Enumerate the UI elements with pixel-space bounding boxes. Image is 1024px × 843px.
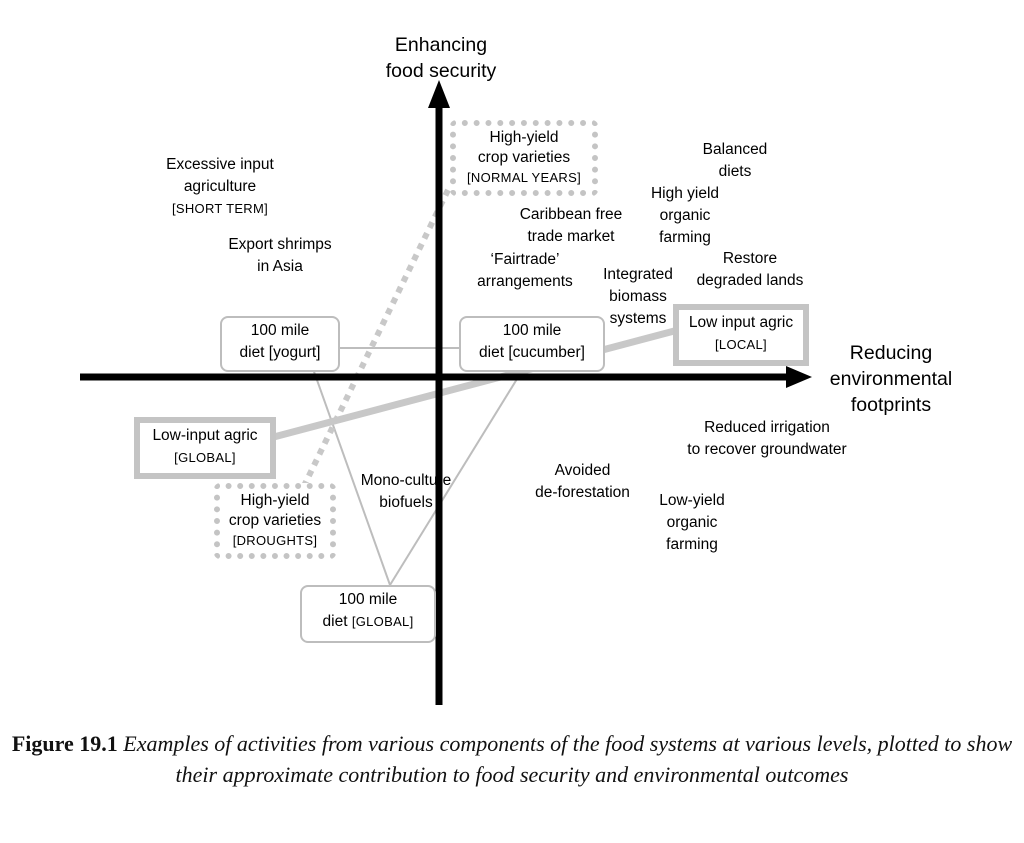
box-100-mile-diet-cucumber: 100 mile diet [cucumber] (459, 316, 605, 372)
label-balanced-diets: Balanced diets (702, 141, 768, 180)
label-restore: Restore degraded lands (696, 250, 804, 289)
label-mono-culture: Mono-culture biofuels (360, 472, 452, 511)
label-low-yield-organic: Low-yield organic farming (659, 492, 725, 553)
diet-connector-right (389, 365, 526, 586)
y-axis-arrowhead (428, 80, 450, 108)
label-avoided-deforestation: Avoided de-forestation (535, 462, 630, 501)
figure-caption: Figure 19.1 Examples of activities from … (0, 728, 1024, 790)
figure-number: Figure 19.1 (11, 731, 118, 756)
x-axis-title: Reducing environmental footprints (829, 342, 953, 416)
box-100-mile-diet-global: 100 mile diet [GLOBAL] (300, 585, 436, 643)
y-axis-title: Enhancing food security (385, 34, 497, 82)
high-yield-connector (299, 188, 451, 492)
box-100-mile-diet-yogurt: 100 mile diet [yogurt] (220, 316, 340, 372)
box-low-input-agric-local: Low input agric [LOCAL] (673, 304, 809, 366)
food-systems-diagram: Enhancing food security Reducing environ… (80, 34, 953, 705)
diagram-lines (80, 80, 812, 705)
label-reduced-irrigation: Reduced irrigation to recover groundwate… (687, 419, 847, 458)
label-high-yield-organic: High yield organic farming (650, 185, 720, 246)
label-export-shrimps: Export shrimps in Asia (228, 236, 332, 275)
box-high-yield-normal-years: High-yield crop varieties [NORMAL YEARS] (450, 120, 598, 196)
box-high-yield-droughts: High-yield crop varieties [DROUGHTS] (214, 483, 336, 559)
figure-caption-text: Examples of activities from various comp… (123, 731, 1013, 787)
x-axis-arrowhead (786, 366, 812, 388)
diet-connector-left (311, 365, 391, 586)
box-low-input-agric-global: Low-input agric [GLOBAL] (134, 417, 276, 479)
label-fairtrade: ‘Fairtrade’ arrangements (477, 251, 573, 290)
label-integrated: Integrated biomass systems (603, 266, 673, 327)
label-caribbean: Caribbean free trade market (519, 206, 623, 245)
label-excessive-input: Excessive input agriculture [SHORT TERM] (166, 156, 274, 216)
